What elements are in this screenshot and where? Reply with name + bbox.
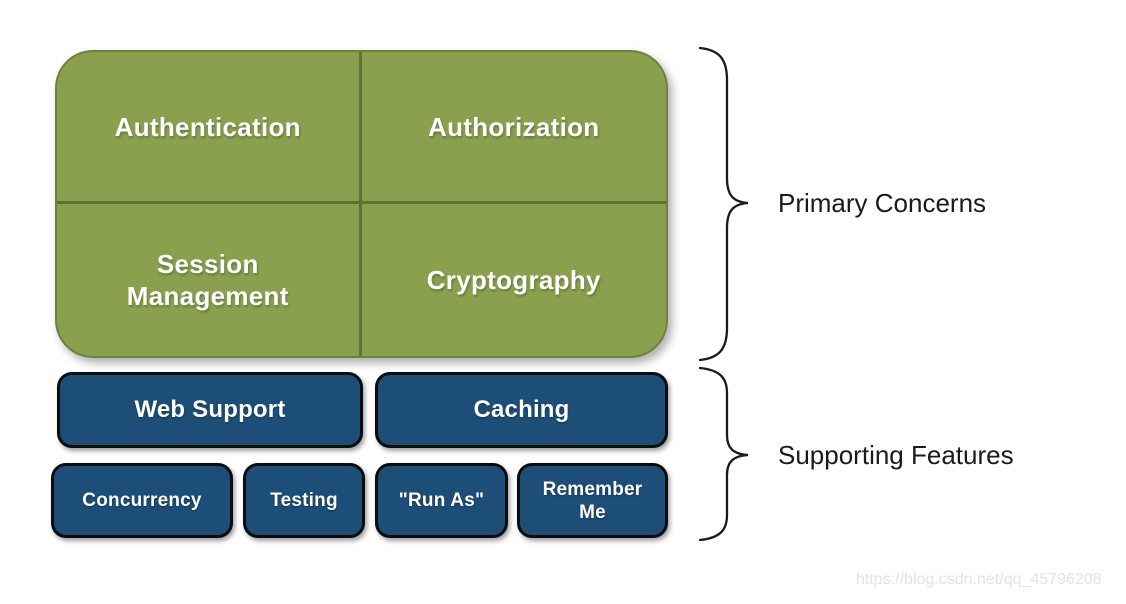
cryptography-label: Cryptography [426, 265, 601, 295]
run-as-label: "Run As" [398, 490, 485, 511]
web-support-label: Web Support [134, 396, 286, 423]
watermark: https://blog.csdn.net/qq_45796208 [856, 571, 1102, 588]
concurrency-box: Concurrency [51, 463, 233, 538]
concurrency-label: Concurrency [82, 490, 202, 511]
cryptography-cell: Cryptography [362, 204, 667, 356]
web-support-box: Web Support [57, 372, 363, 448]
testing-box: Testing [243, 463, 365, 538]
primary-concerns-brace [698, 46, 749, 362]
caching-label: Caching [473, 396, 570, 423]
session-management-label: Session Management [126, 249, 289, 311]
authentication-label: Authentication [114, 111, 301, 142]
primary-concerns-panel: Authentication Authorization Session Man… [55, 50, 668, 358]
supporting-features-brace [698, 366, 749, 542]
primary-concerns-label: Primary Concerns [778, 188, 987, 218]
authentication-cell: Authentication [57, 52, 362, 204]
caching-box: Caching [375, 372, 668, 448]
remember-me-label: Remember Me [542, 478, 643, 523]
authorization-label: Authorization [428, 111, 600, 142]
authorization-cell: Authorization [361, 52, 666, 204]
remember-me-box: Remember Me [517, 463, 668, 538]
session-management-cell: Session Management [57, 204, 362, 356]
run-as-box: "Run As" [375, 463, 508, 538]
supporting-features-label: Supporting Features [778, 440, 1014, 470]
testing-label: Testing [270, 490, 338, 511]
